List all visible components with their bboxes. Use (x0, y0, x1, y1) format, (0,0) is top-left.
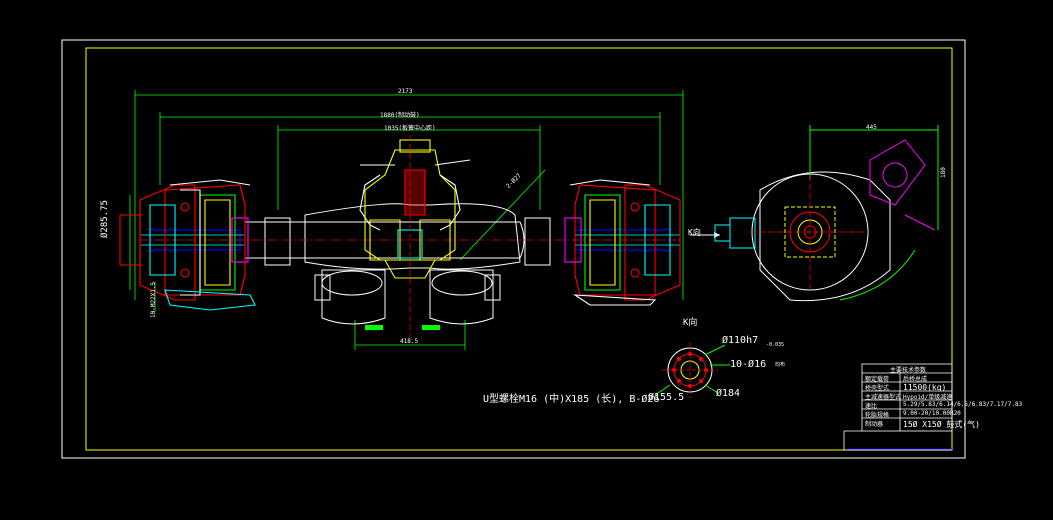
dim-span-1: 1880(制动鼓) (380, 112, 420, 119)
left-wheel-hub (119, 179, 256, 311)
dimension-lines (129, 90, 684, 350)
title-block-value: 9.00-20/10.00R20 (903, 410, 961, 417)
bracket-right (422, 325, 440, 330)
title-block-key: 主减速器型式 (865, 394, 902, 401)
k-view-title: K向 (683, 318, 698, 328)
outer-frame (61, 39, 966, 459)
flange-d3: Ø184 (716, 388, 741, 399)
title-block-value: 15Ø X15Ø 鼓式(气) (903, 420, 980, 429)
dim-hub-diameter: Ø285.75 (100, 200, 110, 238)
title-block-key: 额定载荷 (865, 376, 890, 383)
flange-d1: Ø110h7 (722, 335, 759, 346)
dim-overall-width: 2173 (398, 88, 413, 95)
air-chambers (314, 269, 501, 325)
title-block-key: 制动器 (865, 421, 884, 428)
title-block-key: 速比 (865, 403, 878, 410)
differential-assembly (359, 135, 471, 340)
flange-bolt-holes (672, 352, 708, 388)
flange-holes-note: 均布 (775, 362, 786, 368)
bracket-left (365, 325, 383, 330)
dim-side-top: 445 (866, 124, 877, 131)
title-block-value: Hypoid/单级减速 (903, 394, 953, 401)
title-block-key: 桥壳型式 (865, 385, 890, 392)
side-view (714, 125, 939, 302)
title-block (843, 363, 953, 451)
title-block-key: 轮胎规格 (865, 412, 890, 419)
k-arrow-label: K向 (688, 228, 701, 237)
title-block-value: 5.29/5.83/6.14/6.5/6.83/7.17/7.83 (903, 401, 1023, 408)
u-bolt-note: U型螺栓M16 (中)X185 (长), B-Ø26 (483, 394, 660, 405)
dim-left-bolt: 10-M22X1.5 (150, 281, 157, 318)
dim-side-height: 180 (940, 167, 947, 178)
title-block-header: 主要技术参数 (890, 367, 927, 374)
inner-frame (85, 47, 953, 451)
dim-diff-width: 418.5 (400, 338, 419, 345)
right-wheel-hub (564, 179, 681, 306)
flange-d1-tol: -0.035 (766, 342, 785, 348)
dim-span-2: 1035(板簧中心距) (384, 125, 436, 132)
title-block-value: 后桥总成 (903, 376, 928, 383)
flange-holes: 10-Ø16 (730, 359, 767, 370)
flange-d2: Ø155.5 (648, 392, 685, 403)
title-block-value: 11500(kg) (903, 383, 947, 392)
